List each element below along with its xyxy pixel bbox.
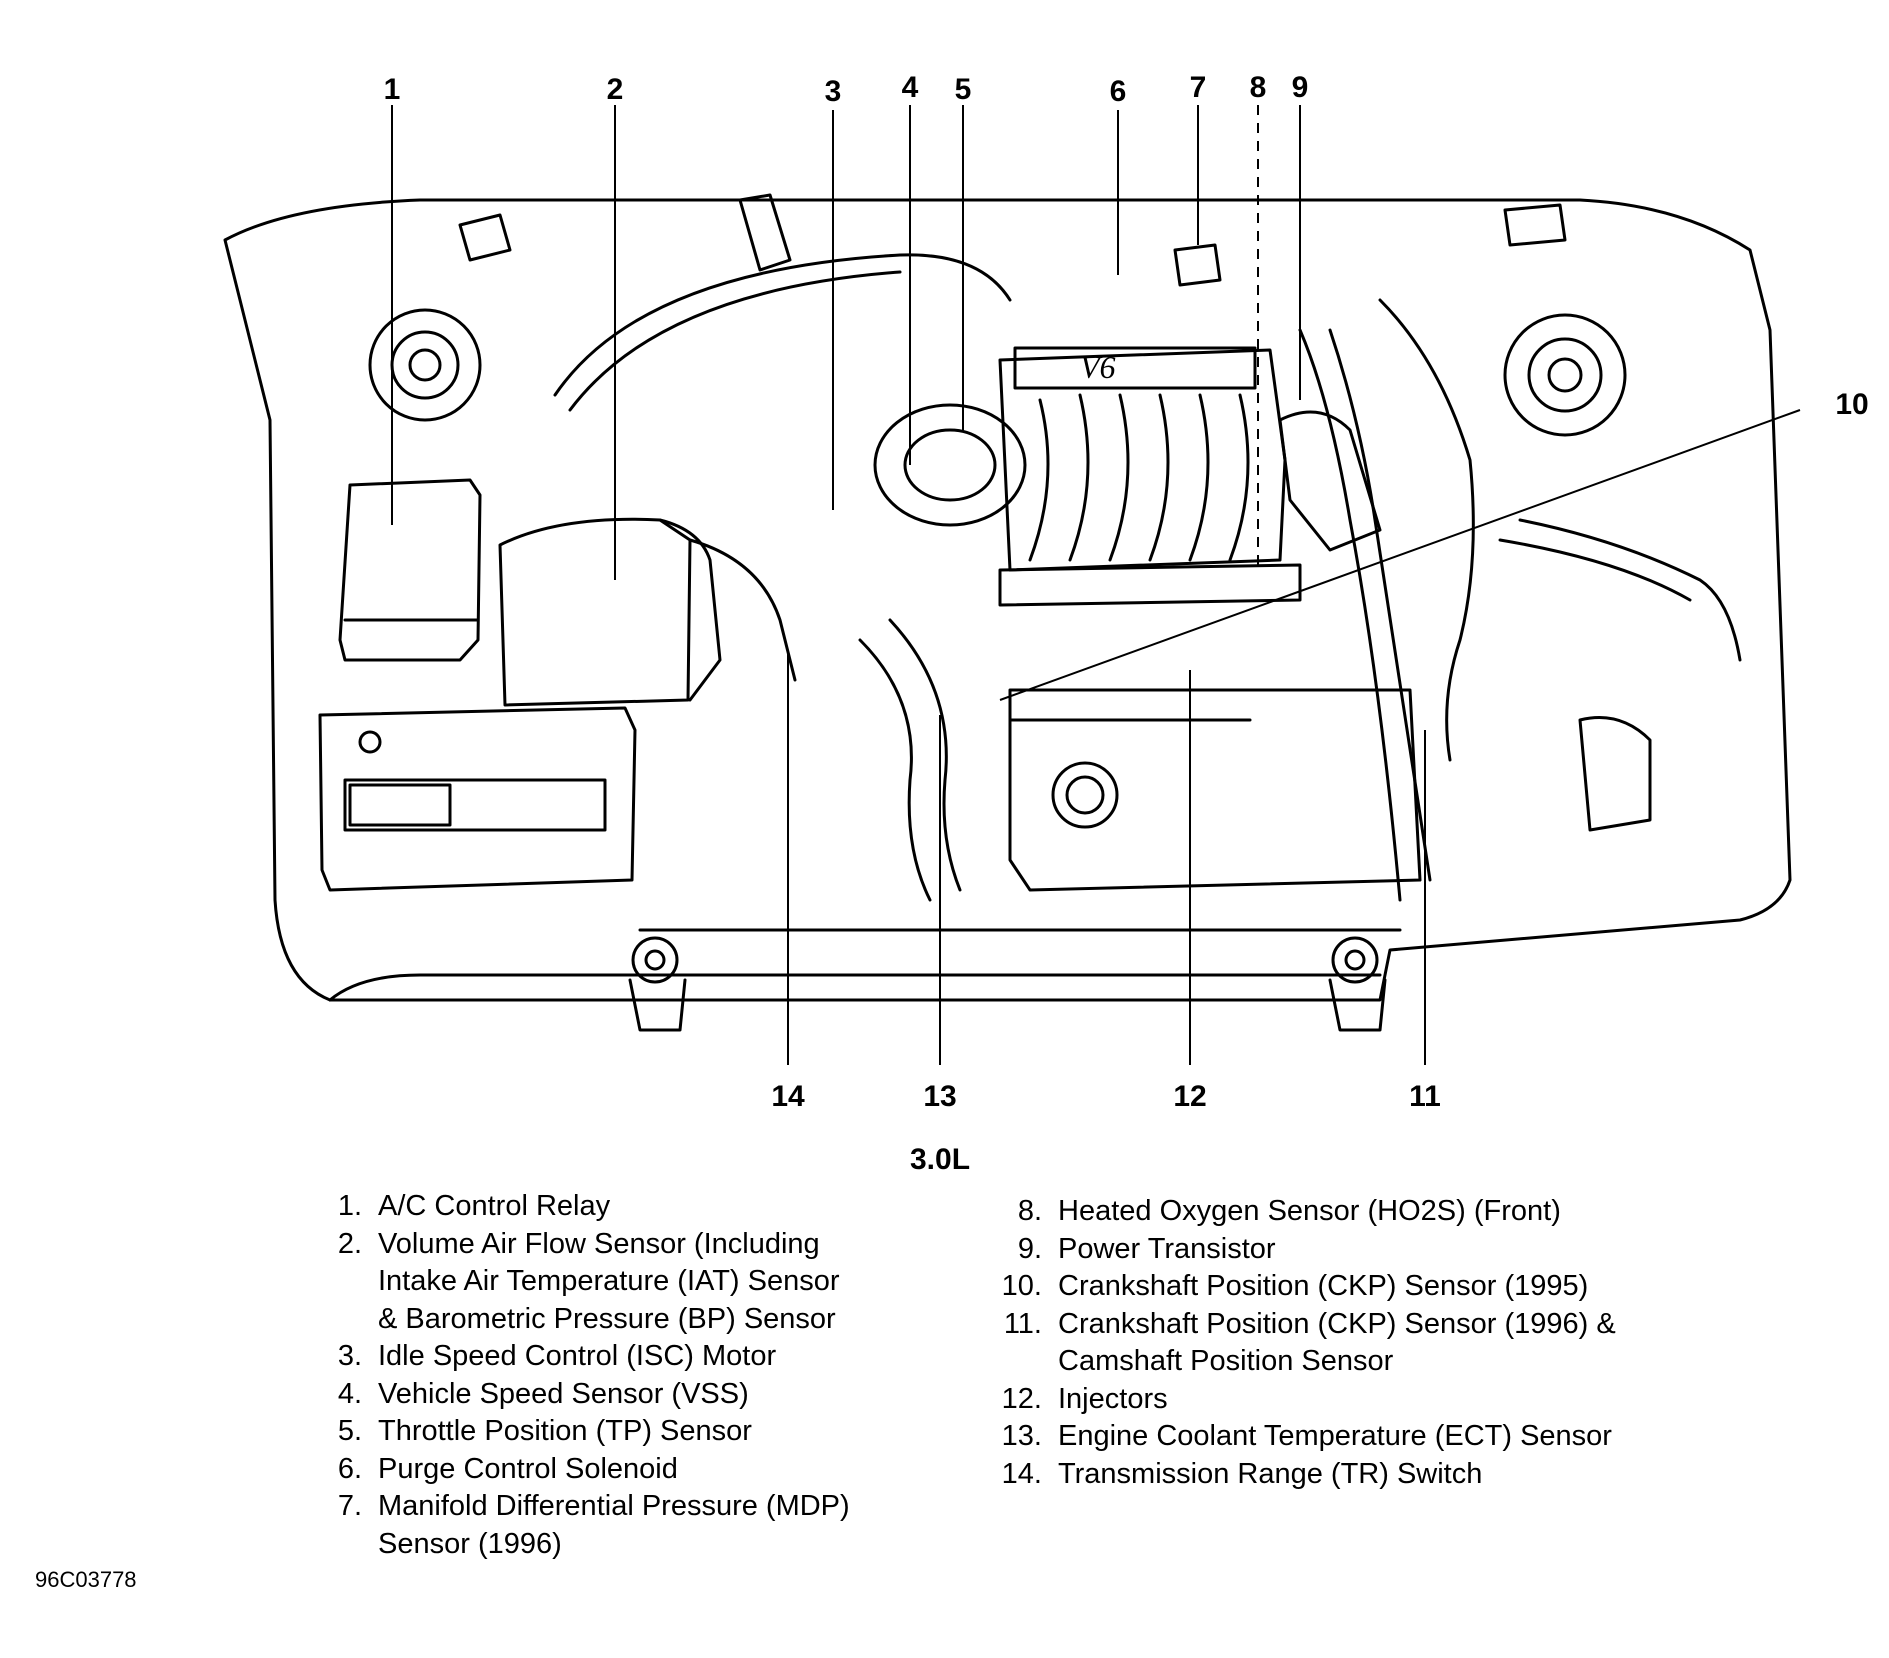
engine-subtitle: 3.0L [909, 1143, 971, 1176]
callout-3: 3 [824, 75, 842, 108]
tow-hook-right [1331, 936, 1379, 984]
callout-11: 11 [1409, 1080, 1441, 1113]
leader-10 [999, 409, 1801, 701]
legend-num: 9. [1017, 1232, 1042, 1265]
callout-7: 7 [1189, 71, 1207, 104]
legend-num: 8. [1017, 1195, 1042, 1227]
legend-num: 2. [337, 1227, 362, 1260]
legend-num: 13. [1001, 1420, 1042, 1452]
legend-num: 6. [337, 1452, 362, 1485]
tow-hook-left [631, 936, 679, 984]
legend-num: 4. [337, 1377, 362, 1410]
callout-5: 5 [954, 73, 972, 106]
engine-bay-outline [223, 198, 1792, 1002]
legend-num: 3. [337, 1340, 362, 1372]
callout-2: 2 [606, 73, 624, 106]
legend-right: 8. Heated Oxygen Sensor (HO2S) (Front) 9.… [980, 1193, 1700, 1493]
legend-text: & Barometric Pressure (BP) Sensor [378, 1302, 836, 1335]
callout-1: 1 [383, 73, 401, 106]
battery-label [343, 778, 607, 832]
legend-text: Injectors [1058, 1382, 1168, 1415]
legend-text: Intake Air Temperature (IAT) Sensor [378, 1265, 840, 1297]
legend-text: Throttle Position (TP) Sensor [378, 1415, 752, 1447]
figure-id: 96C03778 [35, 1567, 137, 1592]
legend-num: 10. [1001, 1270, 1042, 1302]
legend-num: 7. [337, 1490, 362, 1522]
callout-8: 8 [1249, 71, 1267, 104]
strut-tower-right [1503, 313, 1627, 437]
legend-text: Heated Oxygen Sensor (HO2S) (Front) [1058, 1195, 1561, 1227]
washer-reservoir [1578, 716, 1652, 832]
legend-text: Crankshaft Position (CKP) Sensor (1996) … [1058, 1307, 1616, 1340]
throttle-body [873, 403, 1027, 527]
legend-text: Engine Coolant Temperature (ECT) Sensor [1058, 1420, 1612, 1452]
ignition-coil-pack [1278, 410, 1382, 552]
legend-text: Camshaft Position Sensor [1058, 1345, 1394, 1377]
oil-filler-cap [1051, 761, 1119, 829]
air-cleaner [498, 517, 692, 707]
intake-manifold [998, 348, 1287, 572]
callout-4: 4 [901, 71, 919, 104]
legend-num: 1. [337, 1190, 362, 1222]
battery [318, 706, 637, 892]
callout-14: 14 [771, 1080, 805, 1113]
coolant-hose [858, 638, 932, 902]
legend-text: Purge Control Solenoid [378, 1452, 678, 1485]
valve-cover-plate [1013, 346, 1257, 390]
legend-num: 14. [1001, 1457, 1042, 1490]
callout-6: 6 [1109, 75, 1127, 108]
legend-text: Idle Speed Control (ISC) Motor [378, 1340, 777, 1372]
legend-text: Transmission Range (TR) Switch [1058, 1457, 1483, 1490]
leader-lines [391, 105, 1801, 1065]
legend-num: 12. [1001, 1382, 1042, 1415]
legend-text: Crankshaft Position (CKP) Sensor (1995) [1058, 1270, 1589, 1302]
callout-10: 10 [1835, 388, 1869, 421]
callout-12: 12 [1173, 1080, 1207, 1113]
callout-13: 13 [923, 1080, 957, 1113]
legend-text: Sensor (1996) [378, 1527, 562, 1560]
legend-text: Volume Air Flow Sensor (Including [378, 1227, 820, 1260]
air-intake-hose [553, 253, 1012, 397]
strut-tower-left [368, 308, 482, 422]
legend-num: 11. [1003, 1307, 1042, 1340]
legend-text: Manifold Differential Pressure (MDP) [378, 1490, 850, 1522]
callout-9: 9 [1291, 71, 1309, 104]
valve-cover-text: V6 [1080, 349, 1116, 385]
relay-box [338, 478, 482, 662]
legend-text: Vehicle Speed Sensor (VSS) [378, 1377, 749, 1410]
legend-text: A/C Control Relay [378, 1190, 611, 1222]
engine-block [1008, 688, 1422, 892]
legend-left: 1. A/C Control Relay 2. Volume Air Flow Se… [300, 1188, 850, 1563]
legend-num: 5. [337, 1415, 362, 1447]
legend-text: Power Transistor [1058, 1232, 1276, 1265]
wire-harness-right [1298, 328, 1402, 902]
